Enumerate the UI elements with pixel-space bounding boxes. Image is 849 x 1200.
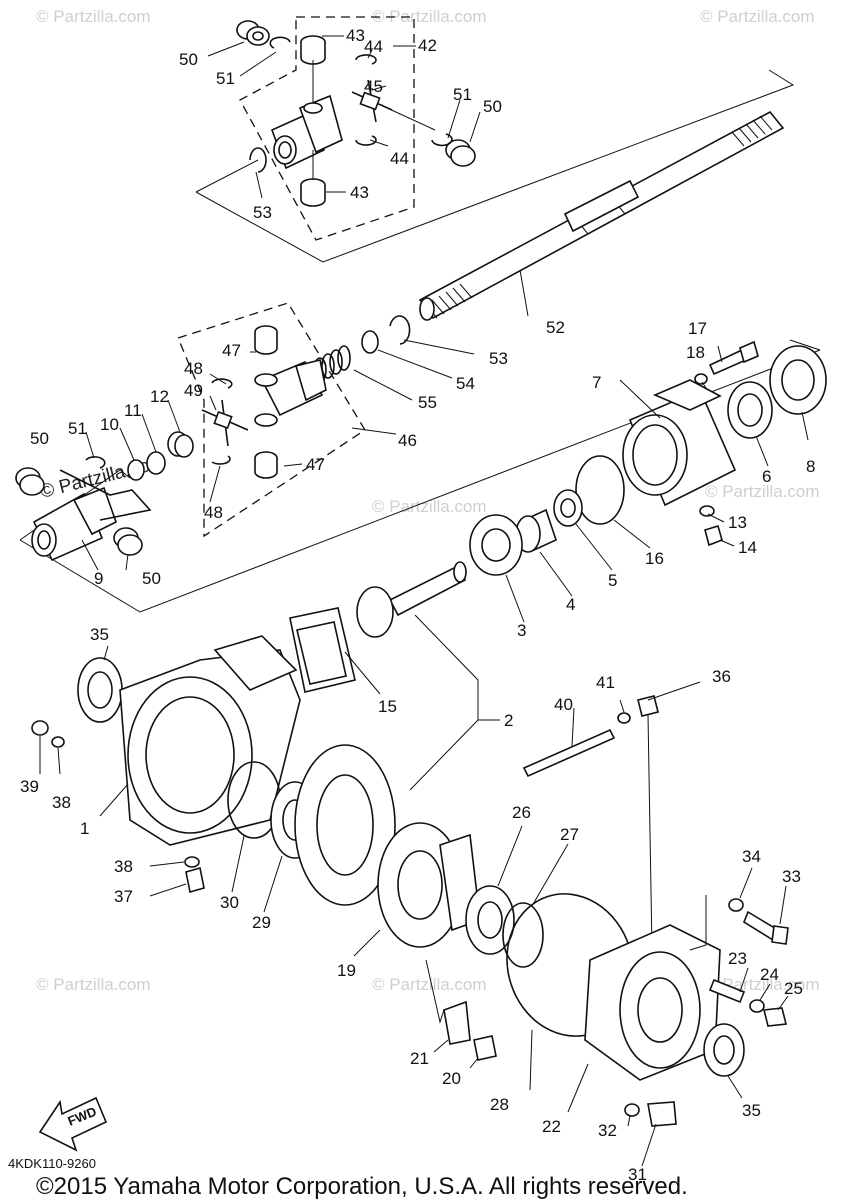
callout-29: 29 bbox=[252, 913, 271, 932]
callout-35: 35 bbox=[90, 625, 109, 644]
callout-38: 38 bbox=[52, 793, 71, 812]
callout-33: 33 bbox=[782, 867, 801, 886]
callout-27: 27 bbox=[560, 825, 579, 844]
diagram-code: 4KDK110-9260 bbox=[8, 1156, 96, 1171]
callout-47: 47 bbox=[222, 341, 241, 360]
callout-50: 50 bbox=[483, 97, 502, 116]
callout-1: 1 bbox=[80, 819, 89, 838]
callout-20: 20 bbox=[442, 1069, 461, 1088]
callout-43: 43 bbox=[350, 183, 369, 202]
callout-8: 8 bbox=[806, 457, 815, 476]
callout-7: 7 bbox=[592, 373, 601, 392]
callout-24: 24 bbox=[760, 965, 779, 984]
callout-43: 43 bbox=[346, 26, 365, 45]
callout-25: 25 bbox=[784, 979, 803, 998]
callout-53: 53 bbox=[489, 349, 508, 368]
middle-group bbox=[15, 302, 827, 791]
watermark: © Partzilla.com bbox=[705, 482, 820, 501]
callout-19: 19 bbox=[337, 961, 356, 980]
callout-35: 35 bbox=[742, 1101, 761, 1120]
callouts: 50 51 43 44 42 45 44 43 53 51 50 52 53 5… bbox=[20, 26, 815, 1184]
callout-28: 28 bbox=[490, 1095, 509, 1114]
watermark: © Partzilla.com bbox=[36, 975, 151, 994]
callout-39: 39 bbox=[20, 777, 39, 796]
callout-12: 12 bbox=[150, 387, 169, 406]
lower-differential bbox=[31, 635, 789, 1152]
callout-37: 37 bbox=[114, 887, 133, 906]
callout-30: 30 bbox=[220, 893, 239, 912]
callout-22: 22 bbox=[542, 1117, 561, 1136]
callout-40: 40 bbox=[554, 695, 573, 714]
callout-41: 41 bbox=[596, 673, 615, 692]
callout-48: 48 bbox=[204, 503, 223, 522]
callout-9: 9 bbox=[94, 569, 103, 588]
callout-50: 50 bbox=[179, 50, 198, 69]
callout-45: 45 bbox=[364, 77, 383, 96]
watermark: © Partzilla.com bbox=[36, 7, 151, 26]
callout-11: 11 bbox=[124, 401, 142, 420]
callout-2: 2 bbox=[504, 711, 513, 730]
callout-54: 54 bbox=[456, 374, 475, 393]
callout-55: 55 bbox=[418, 393, 437, 412]
top-shaft-group bbox=[195, 16, 795, 321]
callout-21: 21 bbox=[410, 1049, 429, 1068]
callout-31: 31 bbox=[628, 1165, 647, 1184]
watermark: © Partzilla.com bbox=[372, 975, 487, 994]
callout-4: 4 bbox=[566, 595, 575, 614]
callout-51: 51 bbox=[68, 419, 87, 438]
copyright: ©2015 Yamaha Motor Corporation, U.S.A. A… bbox=[36, 1173, 688, 1200]
callout-53: 53 bbox=[253, 203, 272, 222]
callout-48: 48 bbox=[184, 359, 203, 378]
callout-5: 5 bbox=[608, 571, 617, 590]
callout-51: 51 bbox=[453, 85, 472, 104]
callout-15: 15 bbox=[378, 697, 397, 716]
callout-17: 17 bbox=[688, 319, 707, 338]
callout-13: 13 bbox=[728, 513, 747, 532]
callout-23: 23 bbox=[728, 949, 747, 968]
callout-44: 44 bbox=[390, 149, 409, 168]
callout-32: 32 bbox=[598, 1121, 617, 1140]
callout-26: 26 bbox=[512, 803, 531, 822]
callout-51: 51 bbox=[216, 69, 235, 88]
watermark: © Partzilla.com bbox=[372, 7, 487, 26]
callout-34: 34 bbox=[742, 847, 761, 866]
callout-10: 10 bbox=[100, 415, 119, 434]
callout-6: 6 bbox=[762, 467, 771, 486]
callout-49: 49 bbox=[184, 381, 203, 400]
callout-47: 47 bbox=[306, 455, 325, 474]
callout-42: 42 bbox=[418, 36, 437, 55]
callout-50: 50 bbox=[142, 569, 161, 588]
callout-46: 46 bbox=[398, 431, 417, 450]
callout-16: 16 bbox=[645, 549, 664, 568]
callout-14: 14 bbox=[738, 538, 757, 557]
callout-3: 3 bbox=[517, 621, 526, 640]
callout-44: 44 bbox=[364, 37, 383, 56]
callout-18: 18 bbox=[686, 343, 705, 362]
callout-36: 36 bbox=[712, 667, 731, 686]
callout-52: 52 bbox=[546, 318, 565, 337]
watermark: © Partzilla.com bbox=[372, 497, 487, 516]
callout-50: 50 bbox=[30, 429, 49, 448]
watermark: © Partzilla.com bbox=[700, 7, 815, 26]
callout-38: 38 bbox=[114, 857, 133, 876]
